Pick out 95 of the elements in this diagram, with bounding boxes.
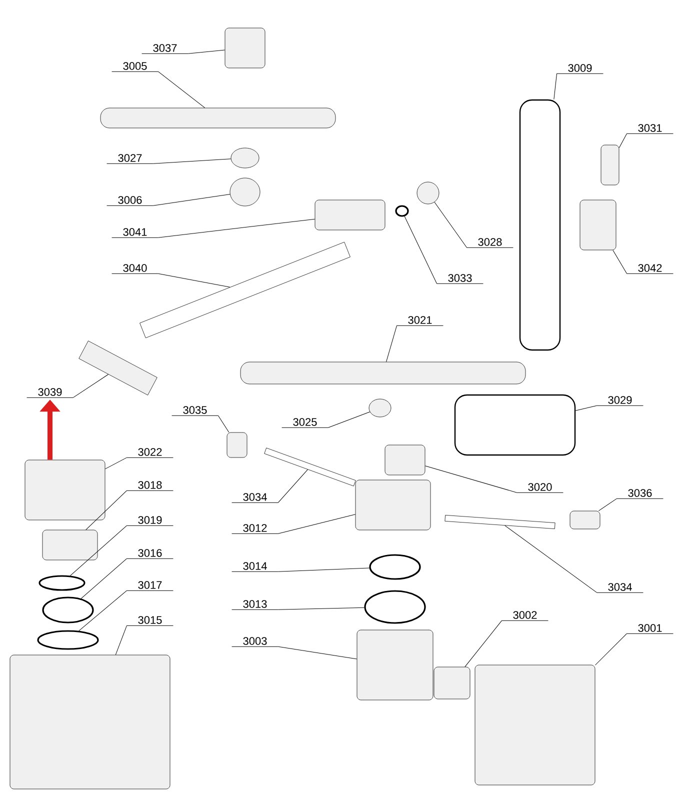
part-drawing [226, 432, 248, 458]
callout-number: 3005 [112, 62, 158, 72]
callout-number: 3001 [626, 624, 674, 634]
leader-line [554, 73, 558, 100]
leader-line [86, 490, 128, 530]
callout-number: 3002 [502, 611, 548, 621]
callout-number: 3028 [466, 238, 514, 248]
callout-number: 3042 [626, 264, 674, 274]
callout-number: 3020 [516, 483, 564, 493]
seal-ring-drawing [364, 590, 426, 624]
callout-number: 3027 [106, 154, 154, 164]
part-drawing [368, 398, 392, 418]
callout-number: 3041 [112, 228, 158, 238]
callout-number: 3039 [26, 388, 74, 398]
leader-line [594, 633, 628, 666]
callout-number: 3009 [556, 64, 604, 74]
callout-number: 3029 [596, 396, 644, 406]
seal-ring-drawing [369, 554, 421, 580]
leader-line [278, 646, 358, 660]
leader-line [152, 194, 230, 206]
leader-line [618, 133, 628, 148]
pipe-drawing [454, 394, 576, 456]
part-drawing [384, 444, 426, 476]
leader-line [80, 558, 128, 599]
part-drawing [224, 28, 266, 68]
leader-line [158, 218, 316, 238]
tube-drawing [264, 448, 356, 486]
leader-line [386, 325, 398, 362]
part-drawing [24, 460, 106, 520]
callout-number: 3025 [282, 418, 328, 428]
callout-number: 3013 [232, 600, 278, 610]
leader-line [152, 158, 232, 164]
leader-line [278, 514, 356, 534]
callout-number: 3022 [126, 448, 174, 458]
callout-number: 3019 [126, 516, 174, 526]
part-drawing [355, 480, 431, 530]
callout-number: 3037 [142, 44, 188, 54]
leader-line [504, 525, 598, 593]
seal-ring-drawing [37, 630, 99, 650]
part-drawing [570, 510, 600, 530]
leader-line [278, 607, 364, 610]
callout-number: 3003 [232, 637, 278, 647]
part-drawing [78, 340, 158, 396]
callout-number: 3021 [396, 316, 444, 326]
leader-line [188, 50, 226, 54]
part-drawing [474, 664, 596, 786]
callout-number: 3006 [106, 196, 154, 206]
leader-line [218, 415, 230, 433]
callout-number: 3040 [112, 264, 158, 274]
part-drawing [10, 654, 170, 790]
leader-line [612, 250, 628, 274]
leader-line [104, 457, 128, 470]
leader-line [575, 405, 598, 411]
leader-line [434, 202, 468, 248]
part-drawing [42, 530, 98, 560]
leader-line [115, 625, 128, 656]
callout-number: 3012 [232, 524, 278, 534]
callout-number: 3031 [626, 124, 674, 134]
callout-number: 3034 [596, 583, 644, 593]
leader-line [72, 374, 109, 398]
leader-line [278, 469, 308, 503]
leader-line [158, 273, 230, 288]
callout-number: 3036 [616, 489, 664, 499]
leader-line [464, 620, 502, 668]
leader-line [598, 498, 618, 512]
part-drawing [580, 200, 616, 250]
callout-number: 3017 [126, 581, 174, 591]
callout-number: 3034 [232, 493, 278, 503]
leader-line [70, 525, 128, 576]
leader-line [424, 466, 518, 493]
tube-drawing [444, 514, 556, 530]
callout-number: 3015 [126, 616, 174, 626]
part-drawing [314, 200, 386, 230]
part-drawing [434, 666, 470, 700]
part-drawing [600, 144, 620, 186]
leader-line [404, 216, 438, 284]
seal-ring-drawing [38, 575, 86, 591]
callout-number: 3014 [232, 562, 278, 572]
seal-ring-drawing [42, 596, 94, 624]
callout-number: 3016 [126, 549, 174, 559]
leader-line [278, 568, 370, 572]
leader-line [78, 590, 128, 632]
part-drawing [416, 182, 440, 204]
leader-line [328, 412, 370, 428]
part-drawing [356, 630, 434, 700]
callout-number: 3018 [126, 481, 174, 491]
spray-arm-drawing [100, 108, 336, 128]
spray-arm-drawing [240, 362, 526, 384]
callout-number: 3033 [436, 274, 484, 284]
part-drawing [230, 148, 260, 168]
pipe-drawing [519, 99, 561, 351]
seal-ring-drawing [395, 205, 409, 217]
leader-line [158, 71, 206, 108]
callout-number: 3035 [172, 406, 218, 416]
part-drawing [230, 178, 260, 206]
